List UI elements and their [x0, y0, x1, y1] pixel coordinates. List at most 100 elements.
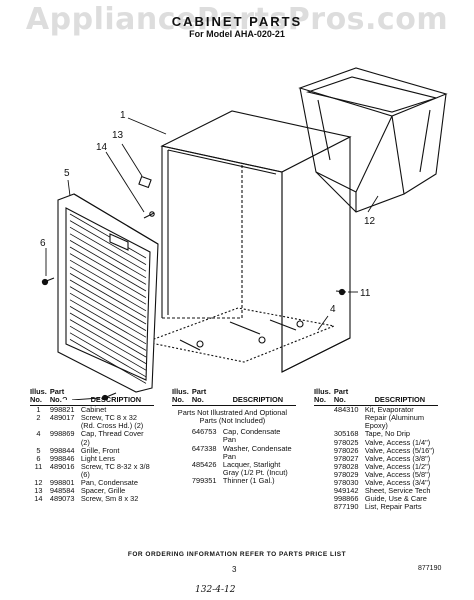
parts-row: 978025 Valve, Access (1/4") [314, 437, 438, 447]
louver-line [69, 312, 147, 358]
part-desc: Cabinet [80, 405, 107, 415]
part-desc: Valve, Access (5/16") [364, 445, 435, 455]
part-illus [314, 495, 334, 503]
part-part: 948584 [49, 486, 75, 496]
base-tray-drawing [143, 307, 336, 363]
part-desc: Lacquer, Starlight Gray (1/2 Pt. (Incut) [222, 459, 288, 477]
louver-line [69, 332, 147, 378]
parts-column-3: Illus. No. Part No. DESCRIPTION 484310 Ki… [314, 388, 438, 511]
callout-4: 4 [330, 304, 336, 315]
part-part: 646753 [191, 427, 217, 437]
parts-row: 646753 Cap, Condensate Pan [172, 428, 296, 444]
part-desc: Valve, Access (3/4") [364, 478, 431, 488]
part-desc: Valve, Access (1/2") [364, 461, 431, 471]
callout-12: 12 [364, 216, 376, 227]
grille-louvers [69, 213, 147, 384]
handwritten-note: 132-4-12 [195, 585, 236, 595]
header-description: DESCRIPTION [80, 388, 154, 407]
part-part: 998801 [49, 478, 75, 488]
parts-row: 949142 Sheet, Service Tech [314, 487, 438, 495]
louver-line [69, 319, 147, 364]
part-part: 978027 [333, 453, 359, 463]
page-number: 3 [232, 565, 237, 574]
louver-line [69, 273, 147, 318]
watermark: AppliancePartsPros.com [25, 2, 449, 37]
part-desc: Tape, No Drip [364, 429, 411, 439]
part-part: 949142 [333, 486, 359, 496]
model-subtitle: For Model AHA-020-21 [189, 29, 285, 39]
parts-row: 13 948584 Spacer, Grille [30, 487, 154, 495]
callout-6: 6 [40, 238, 46, 249]
part-illus [314, 487, 334, 495]
part-desc: Spacer, Grille [80, 486, 126, 496]
part-part: 998869 [49, 429, 75, 439]
louver-line [69, 259, 147, 305]
header-description: DESCRIPTION [222, 388, 296, 407]
louver-line [69, 226, 147, 272]
part-part: 484310 [333, 405, 359, 415]
part-desc: Sheet, Service Tech [364, 486, 431, 496]
part-desc: Cap, Condensate Pan [222, 427, 281, 445]
part-illus [314, 455, 334, 463]
part-desc: Grille, Front [80, 445, 120, 455]
part-part: 489073 [49, 494, 75, 504]
part-illus [172, 445, 192, 461]
part-desc: Kit, Evaporator Repair (Aluminum Epoxy) [364, 405, 424, 431]
part-illus: 14 [34, 494, 43, 504]
part-part: 799351 [191, 475, 217, 485]
part-illus: 13 [34, 486, 43, 496]
document-number: 877190 [418, 565, 442, 572]
parts-row: 485426 Lacquer, Starlight Gray (1/2 Pt. (… [172, 459, 296, 477]
louver-line [69, 286, 147, 331]
part-part: 305168 [333, 429, 359, 439]
header-part: Part No. [49, 388, 81, 407]
part-part: 998846 [49, 453, 75, 463]
ordering-info: FOR ORDERING INFORMATION REFER TO PARTS … [127, 551, 347, 558]
part-desc: Washer, Condensate Pan [222, 443, 292, 461]
header-part: Part No. [333, 388, 365, 407]
part-desc: Valve, Access (3/8") [364, 453, 431, 463]
part-illus: 6 [36, 453, 41, 463]
screw-drawing-6 [41, 277, 55, 286]
part-part: 877190 [333, 502, 359, 512]
header-illus: Illus. No. [314, 388, 334, 407]
callout-13: 13 [112, 130, 124, 141]
part-desc: Cap, Thread Cover (2) [80, 429, 144, 447]
part-part: 978028 [333, 461, 359, 471]
part-desc: Screw, TC 8-32 x 3/8 (6) [80, 461, 150, 479]
part-illus: 11 [34, 461, 43, 471]
header-description: DESCRIPTION [364, 388, 438, 407]
part-desc: Valve, Access (1/4") [364, 437, 431, 447]
louver-line [69, 213, 147, 259]
part-illus [314, 503, 334, 511]
louver-line [69, 246, 147, 292]
louver-line [69, 292, 147, 338]
part-part: 485426 [191, 459, 217, 469]
part-illus [314, 463, 334, 471]
part-illus: 12 [34, 478, 43, 488]
part-illus: 2 [36, 413, 41, 423]
parts-row: 978027 Valve, Access (3/8") [314, 453, 438, 463]
header-illus: Illus. No. [30, 388, 50, 407]
louver-line [69, 279, 147, 325]
parts-row: 484310 Kit, Evaporator Repair (Aluminum E… [314, 406, 438, 431]
part-part: 978025 [333, 437, 359, 447]
part-illus [172, 428, 192, 444]
part-part: 998821 [49, 405, 75, 415]
header-illus: Illus. No. [172, 388, 192, 407]
parts-row: 305168 Tape, No Drip [314, 430, 438, 438]
louver-line [69, 299, 147, 345]
